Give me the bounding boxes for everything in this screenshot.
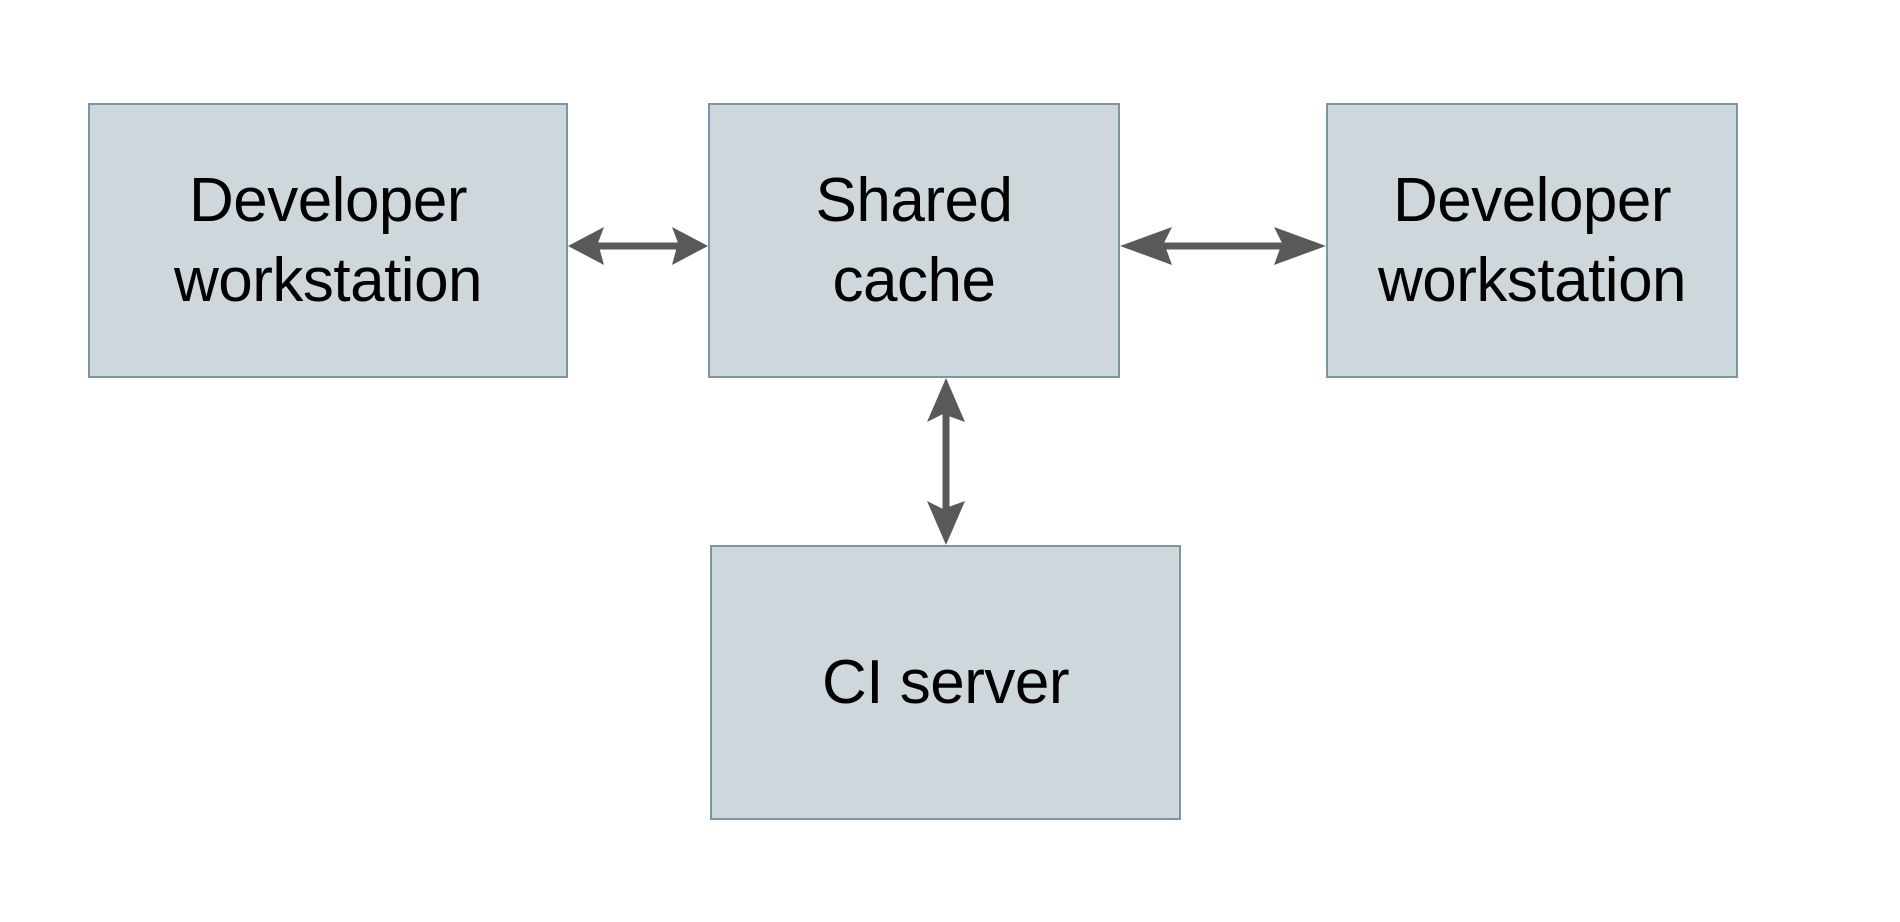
edge-shared-cache-to-ci-server-bidirectional-arrow-icon <box>915 378 977 545</box>
node-shared-cache[interactable]: Shared cache <box>708 103 1120 378</box>
edge-shared-cache-to-developer-right-bidirectional-arrow-icon <box>1120 215 1326 277</box>
node-developer-workstation-right[interactable]: Developer workstation <box>1326 103 1738 378</box>
node-label: Developer workstation <box>173 166 483 315</box>
node-developer-workstation-left[interactable]: Developer workstation <box>88 103 568 378</box>
node-label: CI server <box>822 647 1069 717</box>
edge-developer-left-to-shared-cache-bidirectional-arrow-icon <box>568 215 708 277</box>
node-ci-server[interactable]: CI server <box>710 545 1181 820</box>
node-label: Shared cache <box>815 166 1013 315</box>
node-label: Developer workstation <box>1377 166 1687 315</box>
